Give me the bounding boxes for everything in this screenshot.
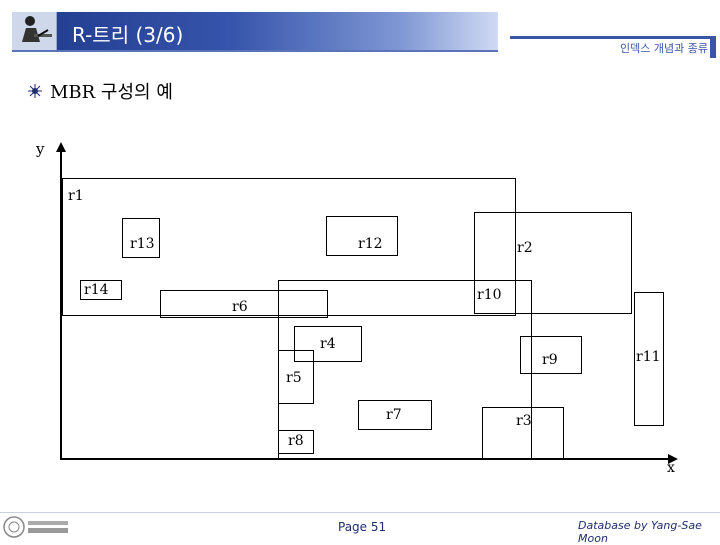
person-at-desk-icon <box>12 12 57 50</box>
mbr-r1-label: r1 <box>68 188 84 204</box>
y-axis-arrow <box>56 142 66 152</box>
y-axis-label: y <box>36 140 44 158</box>
footer-credit: Database by Yang-Sae Moon <box>578 519 720 545</box>
university-logo-icon <box>2 515 72 539</box>
mbr-r11-label: r11 <box>636 349 661 365</box>
section-title: MBR 구성의 예 <box>50 78 173 104</box>
section-tab-label: 인덱스 개념과 종류 <box>620 40 708 56</box>
mbr-r6-label: r6 <box>232 299 248 315</box>
mbr-r13-label: r13 <box>130 236 155 252</box>
mbr-r2-label: r2 <box>517 240 533 256</box>
bullet-icon <box>28 83 42 102</box>
mbr-r10-label: r10 <box>477 287 502 303</box>
slide-header-bar: R-트리 (3/6) <box>12 12 498 50</box>
header-underline <box>12 50 498 52</box>
mbr-r10 <box>278 280 532 460</box>
section-tab: 인덱스 개념과 종류 <box>510 36 716 58</box>
mbr-r14-label: r14 <box>84 282 109 298</box>
footer-divider <box>0 512 720 513</box>
mbr-r12-label: r12 <box>358 236 383 252</box>
page-number: Page 51 <box>338 520 386 534</box>
mbr-r9-label: r9 <box>542 352 558 368</box>
x-axis-label: x <box>667 460 675 476</box>
slide-title: R-트리 (3/6) <box>72 19 183 48</box>
